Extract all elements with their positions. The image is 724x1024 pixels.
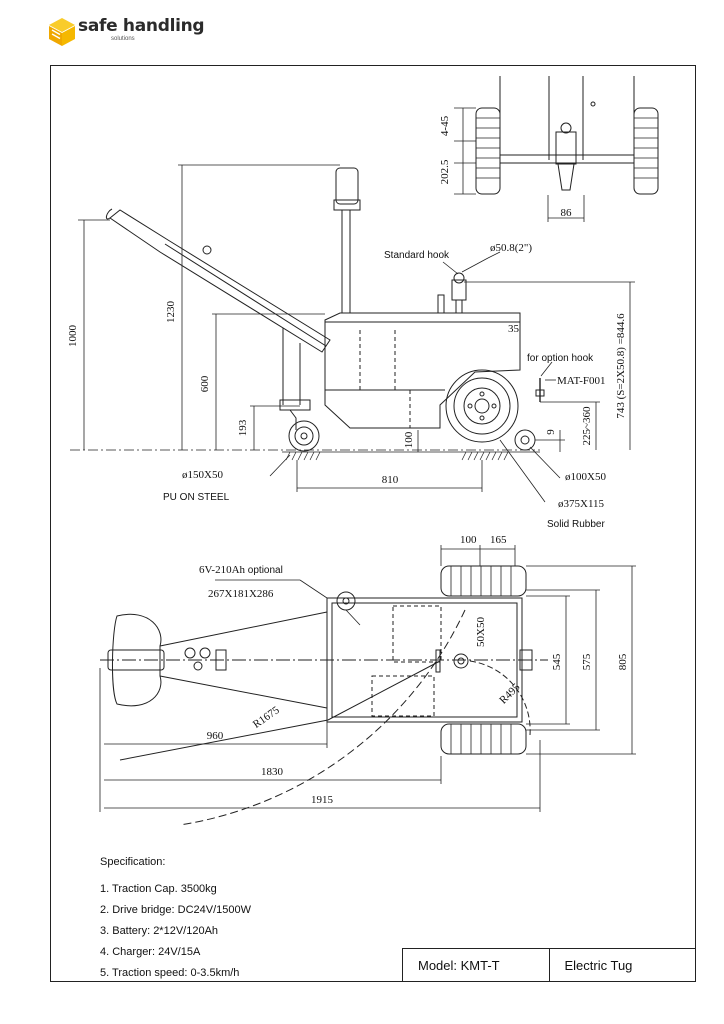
spec-item: 4. Charger: 24V/15A: [100, 946, 201, 958]
label-caster-material: PU ON STEEL: [163, 492, 230, 503]
title-block: Model: KMT-T Electric Tug: [402, 948, 696, 982]
side-view: [105, 167, 545, 461]
label-small-wheel: ø100X50: [565, 471, 606, 483]
dim-hitch-top: 4-45: [439, 115, 451, 136]
dim-track-outer: 575: [581, 653, 593, 670]
spec-item: 5. Traction speed: 0-3.5km/h: [100, 967, 240, 979]
label-main-wheel-material: Solid Rubber: [547, 519, 605, 530]
dim-hitch-width: 86: [561, 207, 573, 219]
top-view: [100, 565, 548, 826]
logo-cube-icon: [49, 18, 75, 46]
dim-hitch-height: 202.5: [439, 159, 451, 184]
dim-caster-axle: 193: [237, 419, 249, 436]
dim-handle-height: 1230: [165, 301, 177, 324]
dim-wheelbase: 810: [382, 474, 399, 486]
label-battery: 6V-210Ah optional: [199, 564, 283, 576]
dim-wheel-offset: 100: [460, 534, 477, 546]
dim-corner: 35: [508, 323, 520, 335]
dim-handle-length: 960: [207, 730, 224, 742]
label-battery-optional: optional: [248, 565, 283, 576]
spec-item: 3. Battery: 2*12V/120Ah: [100, 925, 219, 937]
label-main-wheel: ø375X115: [558, 498, 605, 510]
dim-wheel-width: 165: [490, 534, 507, 546]
dim-turn-radius-large: R1675: [251, 704, 282, 731]
label-battery-size: 267X181X286: [208, 588, 274, 600]
type-cell: Electric Tug: [564, 958, 633, 973]
model-cell: Model: KMT-T: [403, 949, 550, 982]
dim-turn-radius-small: R495: [497, 681, 523, 707]
label-option-hook: for option hook: [527, 353, 594, 364]
brand-logo: safe handling solutions: [48, 14, 218, 50]
dim-hitch-plate: 50X50: [475, 617, 487, 647]
label-caster-size: ø150X50: [182, 469, 223, 481]
label-option-hook-code: MAT-F001: [557, 375, 606, 387]
brand-name: safe handling: [78, 16, 205, 36]
dim-hook-height: 743 (S=2X50.8) =844.6: [615, 313, 627, 419]
spec-item: 1. Traction Cap. 3500kg: [100, 883, 217, 895]
dim-overall-width: 805: [617, 653, 629, 670]
dim-length-1: 1830: [261, 766, 284, 778]
spec-item: 2. Drive bridge: DC24V/1500W: [100, 904, 252, 916]
label-standard-hook: Standard hook: [384, 250, 450, 261]
label-hook-diameter: ø50.8(2"): [490, 242, 532, 254]
specification-block: Specification: 1. Traction Cap. 3500kg 2…: [100, 852, 251, 984]
rear-view: [475, 76, 659, 195]
drawing-frame: [50, 65, 696, 982]
brand-tagline: solutions: [111, 36, 135, 42]
dim-ground-clearance: 100: [403, 431, 415, 448]
dim-body-height: 600: [199, 375, 211, 392]
dim-overall-height: 1000: [67, 325, 79, 348]
label-battery-spec: 6V-210Ah: [199, 564, 246, 576]
dim-track-inner: 545: [551, 653, 563, 670]
dim-small-wheel-offset: 9: [545, 429, 557, 435]
dim-option-hook-range: 225~360: [581, 406, 593, 445]
dim-length-2: 1915: [311, 794, 334, 806]
specification-title: Specification:: [100, 856, 166, 868]
